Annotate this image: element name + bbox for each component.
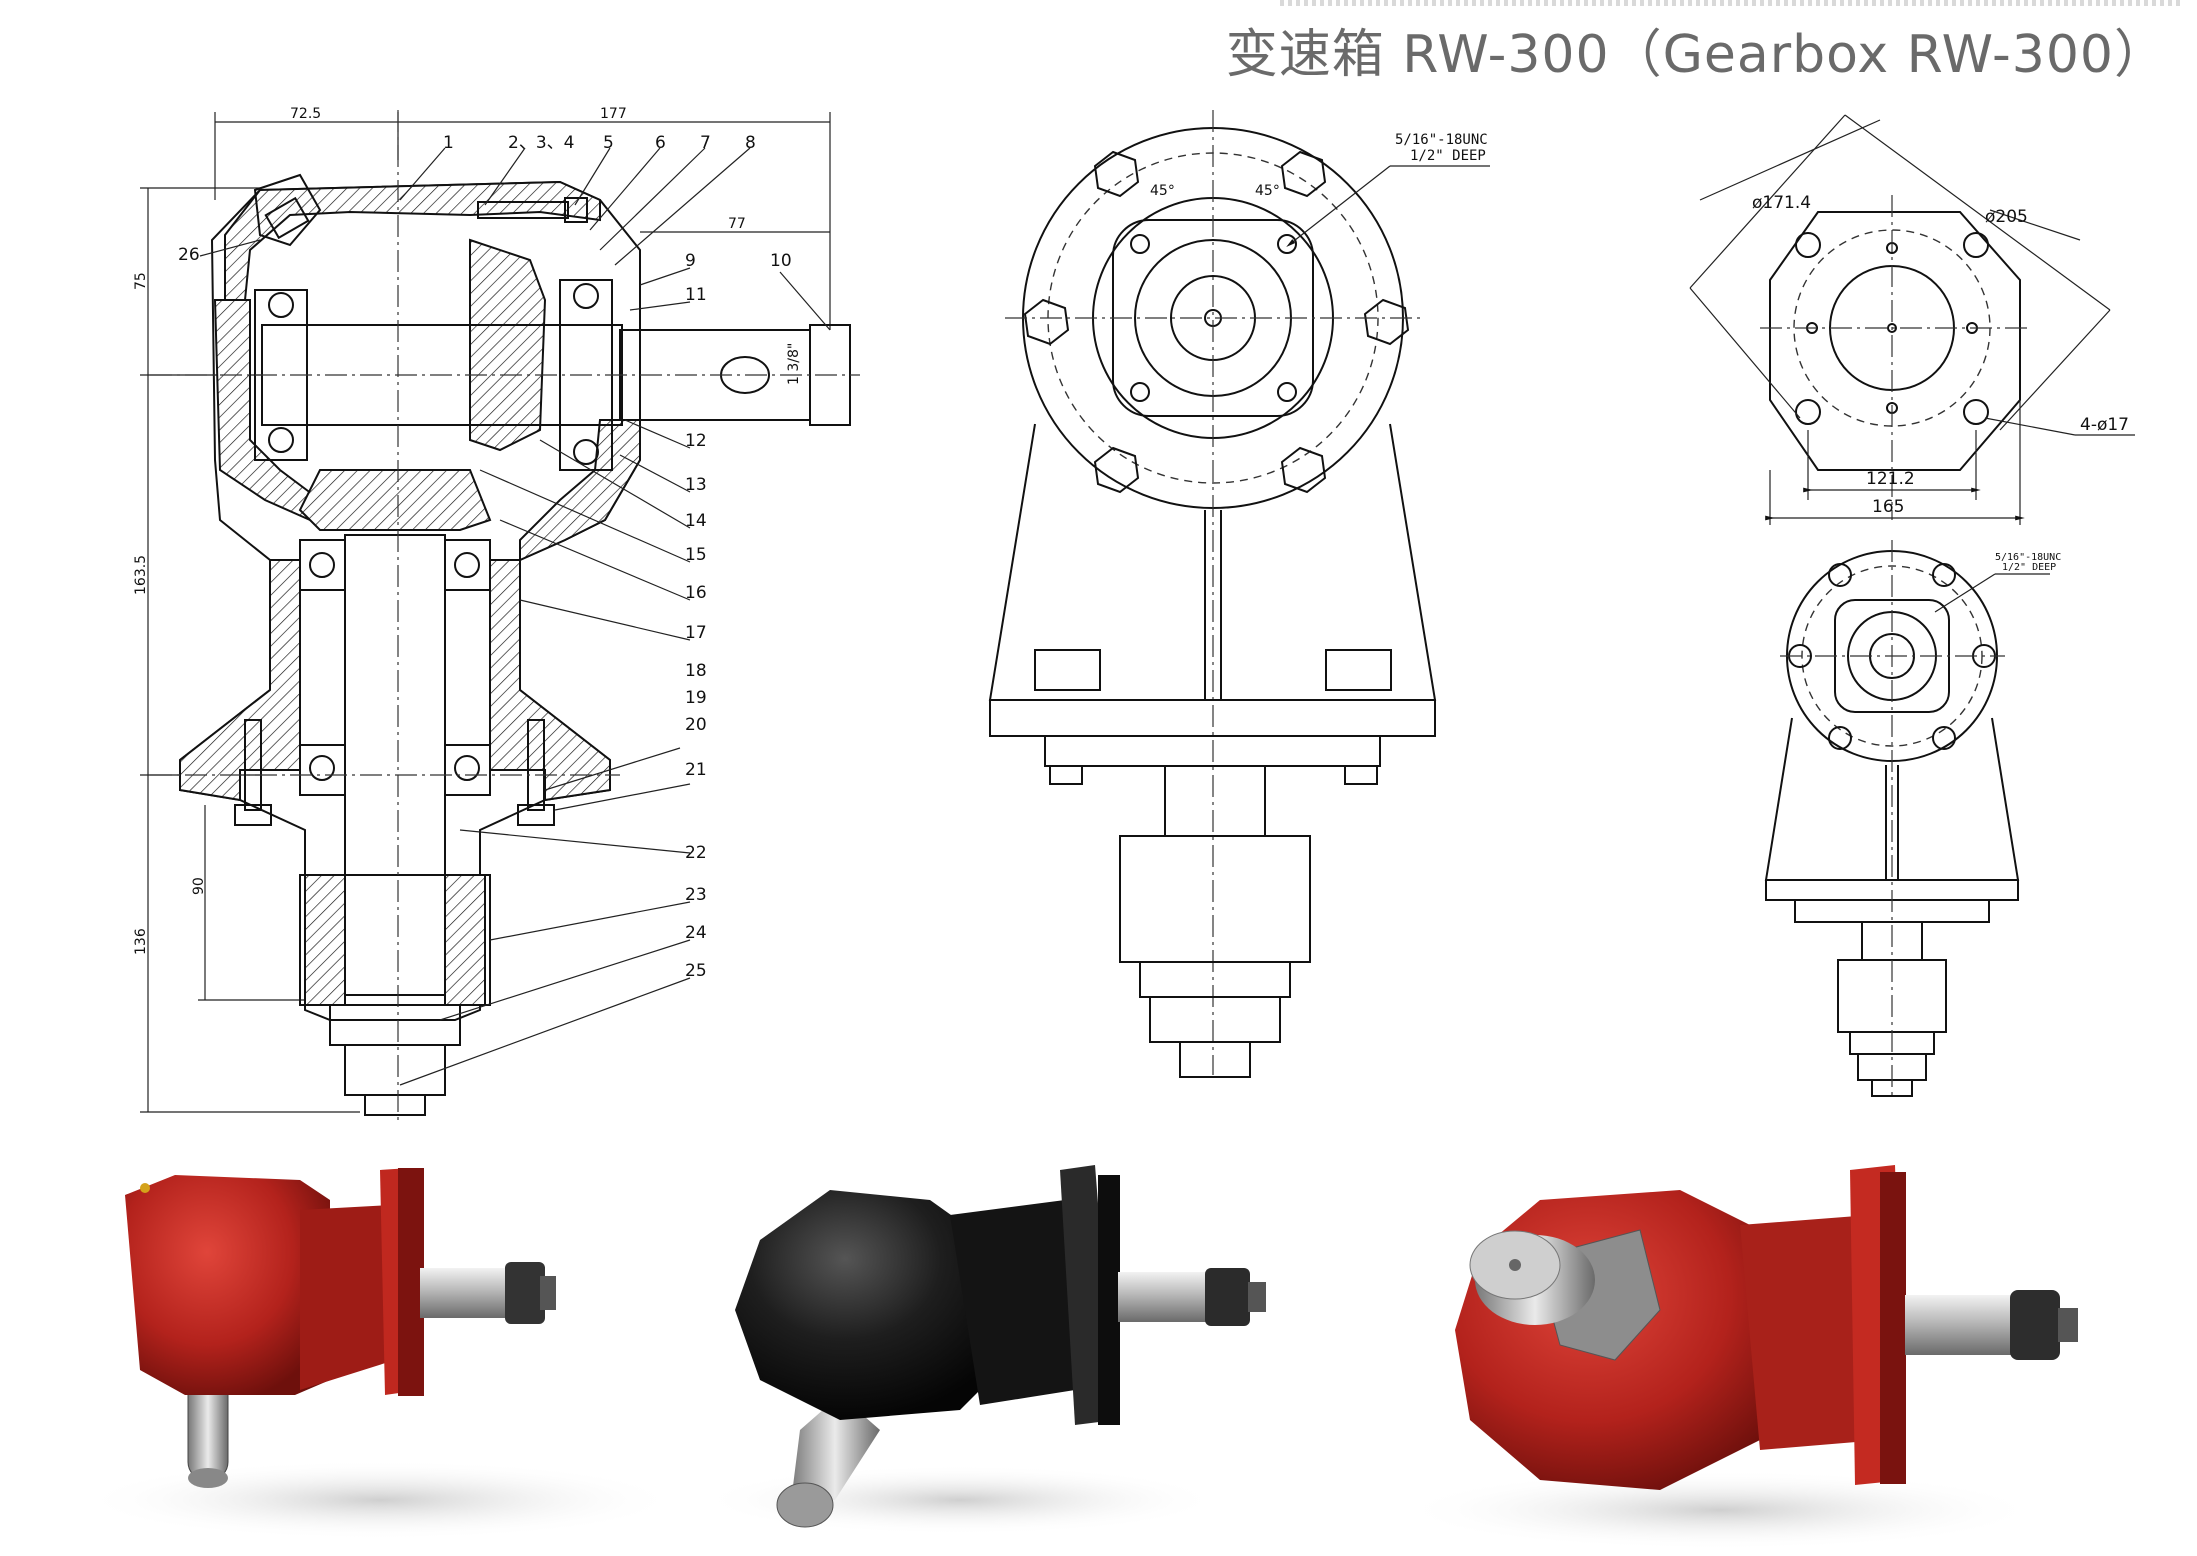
flange-holes	[1795, 232, 1989, 425]
part-label-25: 25	[685, 961, 707, 981]
part-label-20: 20	[685, 715, 707, 735]
front-output-neck	[1164, 765, 1266, 837]
dim-width-right: 177	[600, 106, 627, 122]
dim-output-length: 90	[191, 877, 207, 895]
dim-height-top: 75	[133, 272, 149, 290]
mount-bolt-right	[517, 719, 555, 826]
output-hub-right	[444, 874, 486, 1006]
bevel-gear-large	[469, 238, 547, 452]
part-label-16: 16	[685, 583, 707, 603]
part-label-22: 22	[685, 843, 707, 863]
photo-red-gearbox-side	[80, 1168, 680, 1540]
filler-plug	[253, 173, 322, 247]
flange-dia-bolt-circle: ø171.4	[1752, 193, 1811, 213]
dim-shaft-offset: 77	[728, 216, 746, 232]
dim-height-bottom: 136	[133, 928, 149, 955]
part-label-12: 12	[685, 431, 707, 451]
output-hub-left	[304, 874, 346, 1006]
front-output-hub	[1119, 835, 1311, 963]
small-front-view: 5/16"-18UNC 1/2" DEEP	[1764, 540, 2061, 1100]
leader-lines	[199, 147, 831, 1086]
front-angle-left: 45°	[1150, 183, 1175, 199]
part-labels: 1 2、3、4 5 6 7 8 9 10 11 12 13 14 15 16 1…	[178, 133, 792, 981]
front-rib-right	[1325, 649, 1392, 691]
flange-holes-note: 4-ø17	[2080, 415, 2129, 435]
part-label-21: 21	[685, 760, 707, 780]
part-label-2-3-4: 2、3、4	[508, 133, 574, 153]
mount-bolt-left	[234, 719, 272, 826]
small-depth-note: 1/2" DEEP	[2002, 562, 2056, 573]
dim-width-left: 72.5	[290, 106, 321, 122]
part-label-5: 5	[603, 133, 614, 153]
photo-red-gearbox-input	[1400, 1165, 2078, 1550]
housing-wall-left	[213, 299, 322, 522]
part-label-1: 1	[443, 133, 454, 153]
front-depth-note: 1/2" DEEP	[1410, 148, 1486, 164]
front-output-spline	[1149, 996, 1281, 1043]
flange-dia-outer: ø205	[1985, 207, 2028, 227]
part-label-19: 19	[685, 688, 707, 708]
front-bolt-heads	[1023, 150, 1410, 494]
bearing-upper-vertical	[299, 539, 491, 591]
part-label-24: 24	[685, 923, 707, 943]
small-thread-note: 5/16"-18UNC	[1995, 552, 2061, 563]
front-view: 45° 45° 5/16"-18UNC 1/2" DEEP	[988, 110, 1490, 1078]
bearing-lower-vertical	[299, 744, 491, 796]
output-nut	[329, 1004, 461, 1046]
front-angle-right: 45°	[1255, 183, 1280, 199]
top-bolt	[477, 197, 588, 223]
part-label-23: 23	[685, 885, 707, 905]
dim-shaft-diameter: 1 3/8"	[786, 343, 802, 385]
header-rule	[1280, 0, 2180, 6]
dim-height-mid: 163.5	[133, 555, 149, 595]
output-spline	[344, 1044, 446, 1096]
part-label-13: 13	[685, 475, 707, 495]
lower-housing-right	[489, 559, 611, 802]
photo-black-gearbox-angled	[700, 1165, 1266, 1535]
part-label-17: 17	[685, 623, 707, 643]
section-view: 72.5 177 77 75 163.5 136 90 1 3/8"	[133, 106, 860, 1125]
part-label-7: 7	[700, 133, 711, 153]
lower-housing-left	[179, 559, 301, 802]
front-threaded-holes	[1130, 234, 1297, 402]
flange-view: ø171.4 ø205 4-ø17 121.2 165	[1689, 114, 2135, 525]
housing-wall-right	[519, 419, 641, 562]
part-label-8: 8	[745, 133, 756, 153]
part-label-26: 26	[178, 245, 200, 265]
housing-wall-top	[224, 180, 601, 301]
flange-center	[1887, 323, 1897, 333]
part-label-9: 9	[685, 251, 696, 271]
flange-width-inner: 121.2	[1866, 469, 1915, 489]
part-label-10: 10	[770, 251, 792, 271]
part-label-18: 18	[685, 661, 707, 681]
part-label-6: 6	[655, 133, 666, 153]
part-label-11: 11	[685, 285, 707, 305]
page-title: 变速箱 RW-300（Gearbox RW-300）	[1225, 25, 2167, 85]
output-cap	[364, 1094, 426, 1116]
front-output-ring	[1139, 961, 1291, 998]
front-square-flange	[1112, 219, 1314, 417]
bevel-gear-lower	[298, 469, 492, 531]
output-shaft	[344, 534, 446, 996]
part-label-15: 15	[685, 545, 707, 565]
front-nut-left	[1049, 765, 1083, 785]
front-rib-left	[1034, 649, 1101, 691]
flange-width-outer: 165	[1872, 497, 1904, 517]
part-label-14: 14	[685, 511, 707, 531]
front-output-tip	[1179, 1041, 1251, 1078]
front-thread-note: 5/16"-18UNC	[1395, 132, 1488, 148]
front-nut-right	[1344, 765, 1378, 785]
